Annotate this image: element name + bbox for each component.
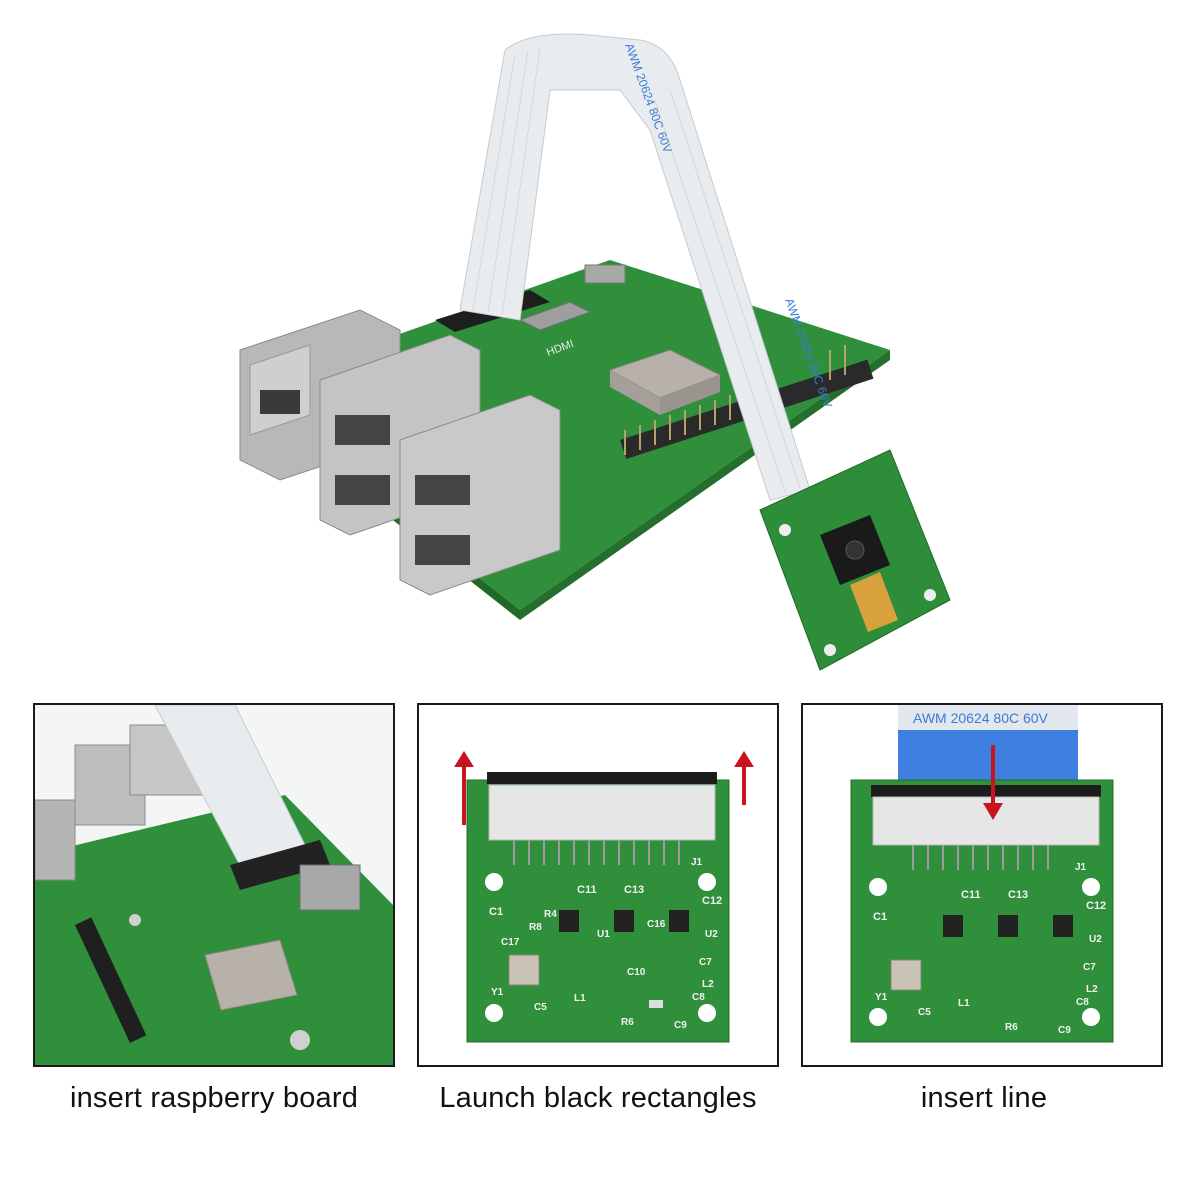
silk-label-c7: C7	[1083, 962, 1096, 973]
silk-label-c12: C12	[1086, 900, 1106, 912]
camera-lens	[845, 540, 865, 560]
silk-label-c8: C8	[1076, 997, 1089, 1008]
silk-label-y1: Y1	[491, 987, 504, 998]
silk-label-c8: C8	[692, 992, 705, 1003]
silk-label-c9: C9	[1058, 1025, 1071, 1036]
step-3-illustration: AWM 20624 80C 60V C11 C13 C12 C1 U2 C7 L…	[803, 705, 1161, 1065]
silk-label-c11: C11	[961, 889, 981, 901]
step-1-caption: insert raspberry board	[69, 1082, 359, 1114]
silk-label-c11: C11	[577, 884, 597, 896]
silk-label-c10: C10	[627, 967, 646, 978]
silk-label-u1: U1	[597, 929, 610, 940]
mount-hole	[485, 1004, 503, 1022]
silk-label-c5: C5	[918, 1007, 931, 1018]
step-2-caption: Launch black rectangles	[439, 1082, 757, 1114]
silk-label-y1: Y1	[875, 992, 888, 1003]
camera-flex	[850, 572, 898, 632]
step-panel-insert-board	[33, 703, 395, 1067]
step-3-caption: insert line	[920, 1082, 1048, 1114]
arrow-down-icon	[983, 803, 1003, 820]
silk-label-l1: L1	[958, 998, 970, 1009]
mount-hole	[869, 878, 887, 896]
silk-label-c7: C7	[699, 957, 712, 968]
arrow-up-icon	[454, 751, 474, 767]
silk-label-c13: C13	[1008, 889, 1028, 901]
ribbon-cable	[459, 33, 811, 501]
silk-label-u2: U2	[1089, 934, 1102, 945]
silk-label-c1: C1	[873, 911, 887, 923]
silk-label-l2: L2	[1086, 984, 1098, 995]
hdmi-port	[518, 301, 592, 331]
silk-label-c13: C13	[624, 884, 644, 896]
step-2-illustration: C11 C13 C12 C1 R8 R4 C17 U1 U2 C16 C10 C…	[419, 705, 777, 1065]
silk-label-u2: U2	[705, 929, 718, 940]
silk-label-r6: R6	[621, 1017, 634, 1028]
black-latch	[487, 772, 717, 784]
soc-chip	[204, 939, 298, 1011]
silk-label-l1: L1	[574, 993, 586, 1004]
hdmi-port	[299, 864, 361, 911]
csi-connector	[230, 840, 330, 890]
hero-product-image: HDMI AWM 20624 80C 60V AWM 20624 80C 60V	[230, 20, 970, 680]
silk-label-c12: C12	[702, 895, 722, 907]
silk-label-j1: J1	[691, 857, 703, 868]
silk-label-r6: R6	[1005, 1022, 1018, 1033]
silk-label-c16: C16	[647, 919, 666, 930]
silk-label-c5: C5	[534, 1002, 547, 1013]
fpc-connector	[488, 784, 716, 841]
silk-label-c9: C9	[674, 1020, 687, 1031]
step-panel-insert-cable: AWM 20624 80C 60V C11 C13 C12 C1 U2 C7 L…	[801, 703, 1163, 1067]
micro-usb-port	[584, 264, 626, 284]
lift-arrows	[454, 751, 754, 825]
mount-hole	[1082, 1008, 1100, 1026]
silk-label-r4: R4	[544, 909, 557, 920]
mount-hole	[485, 873, 503, 891]
mount-hole	[1082, 878, 1100, 896]
mount-hole	[698, 1004, 716, 1022]
cable-print-text: AWM 20624 80C 60V	[913, 710, 1049, 726]
insert-arrow	[983, 745, 1003, 820]
silk-label-c1: C1	[489, 906, 503, 918]
silk-label-j1: J1	[1075, 862, 1087, 873]
hero-illustration: HDMI AWM 20624 80C 60V AWM 20624 80C 60V	[239, 33, 951, 671]
silk-label-c17: C17	[501, 937, 520, 948]
crystal-oscillator	[508, 954, 540, 986]
black-latch	[871, 785, 1101, 797]
mount-hole	[698, 873, 716, 891]
arrow-up-icon	[734, 751, 754, 767]
crystal-oscillator	[890, 959, 922, 991]
gpio-header	[75, 917, 147, 1043]
step-panel-lift-latch: C11 C13 C12 C1 R8 R4 C17 U1 U2 C16 C10 C…	[417, 703, 779, 1067]
step-1-illustration	[35, 705, 393, 1065]
silk-label-r8: R8	[529, 922, 542, 933]
silk-label-l2: L2	[702, 979, 714, 990]
mount-hole	[869, 1008, 887, 1026]
